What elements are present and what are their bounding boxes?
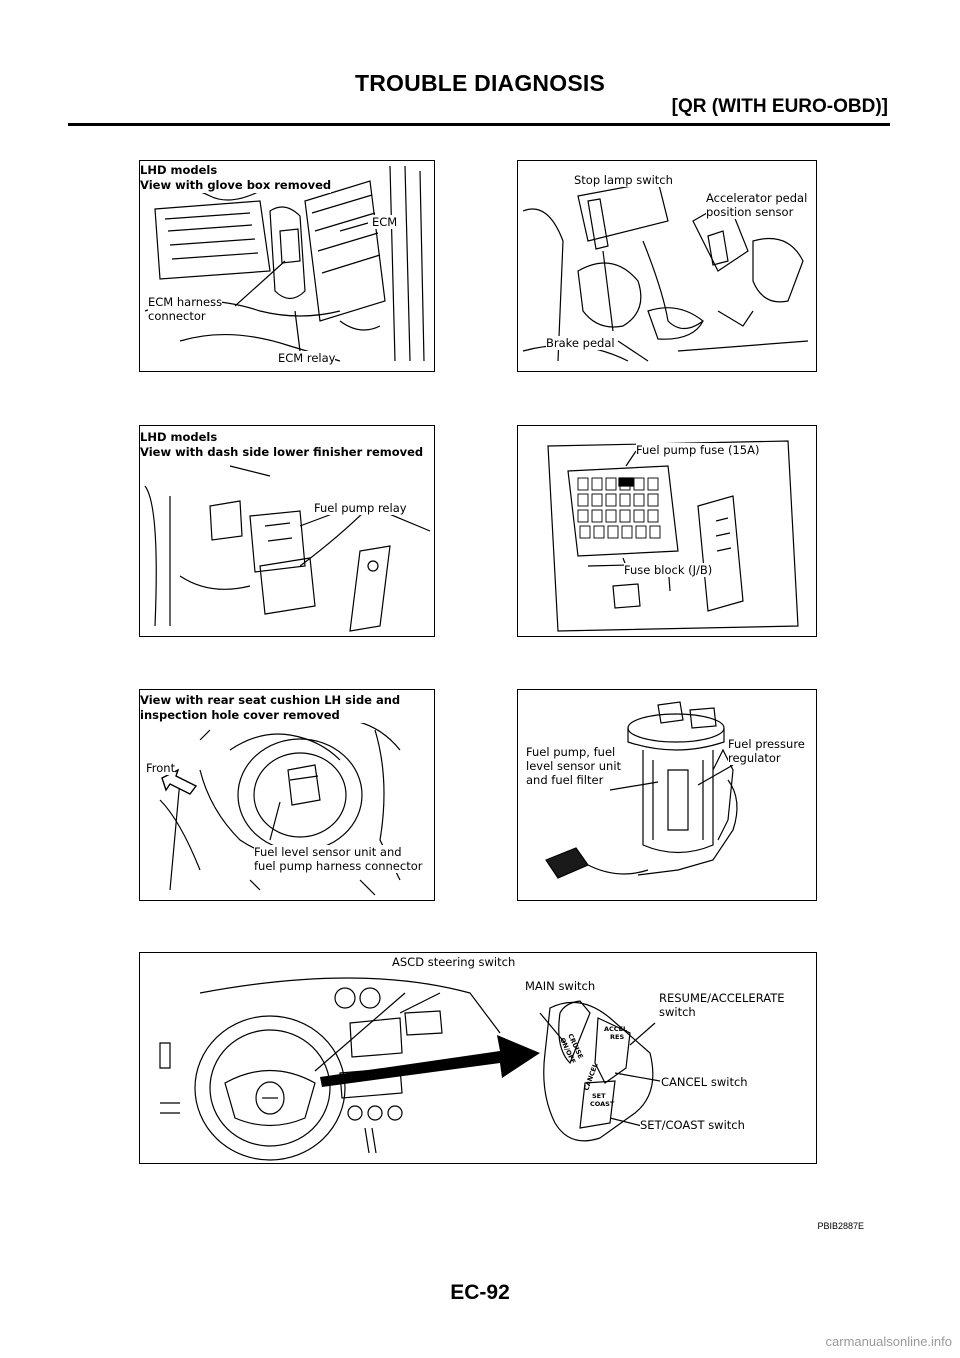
watermark: carmanualsonline.info bbox=[825, 1334, 952, 1349]
stop-lamp-switch-label: Stop lamp switch bbox=[574, 173, 673, 187]
front-label: Front bbox=[146, 761, 176, 775]
figure-code: PBIB2887E bbox=[817, 1221, 864, 1231]
set-button-text: SET bbox=[592, 1092, 606, 1100]
app-sensor-label: Accelerator pedal position sensor bbox=[706, 191, 808, 219]
main-switch-label: MAIN switch bbox=[525, 979, 596, 993]
set-coast-switch-label: SET/COAST switch bbox=[640, 1118, 745, 1132]
ascd-illustration bbox=[159, 977, 661, 1161]
accel-button-text: ACCEL bbox=[604, 1025, 627, 1033]
panel-fuse-block: Fuel pump fuse (15A) Fuse block (J/B) bbox=[517, 425, 817, 637]
front-arrow-icon bbox=[161, 768, 198, 795]
header-rule bbox=[68, 123, 890, 126]
panel-ecm: LHD models View with glove box removed E… bbox=[139, 160, 435, 372]
fuel-pump-unit-illustration bbox=[545, 701, 738, 879]
ecm-harness-label: ECM harness connector bbox=[148, 295, 223, 323]
panel-ascd: CRUISE ON/OFF CANCEL ACCEL RES SET COAST… bbox=[139, 952, 817, 1164]
brake-pedal-label: Brake pedal bbox=[546, 336, 615, 350]
res-button-text: RES bbox=[610, 1033, 624, 1041]
fuel-pump-relay-label: Fuel pump relay bbox=[314, 501, 407, 515]
arrow-icon bbox=[320, 1035, 540, 1087]
fuel-pump-fuse-label: Fuel pump fuse (15A) bbox=[636, 443, 760, 457]
fuel-pump-relay-heading: LHD models View with dash side lower fin… bbox=[140, 430, 424, 460]
ecm-relay-label: ECM relay bbox=[278, 351, 336, 365]
fuse-block-illustration bbox=[547, 440, 799, 632]
ascd-switch-buttons: CRUISE ON/OFF CANCEL ACCEL RES SET COAST bbox=[558, 1025, 627, 1108]
fuel-level-connector-label: Fuel level sensor unit and fuel pump har… bbox=[254, 845, 423, 873]
resume-accelerate-label: RESUME/ACCELERATE switch bbox=[659, 991, 785, 1019]
fuel-level-heading: View with rear seat cushion LH side and … bbox=[140, 693, 401, 723]
page-number: EC-92 bbox=[450, 1281, 510, 1304]
fuel-pressure-regulator-label: Fuel pressure regulator bbox=[728, 737, 805, 765]
ascd-steering-switch-label: ASCD steering switch bbox=[392, 955, 516, 969]
panel-fuel-pump-relay: LHD models View with dash side lower fin… bbox=[139, 425, 435, 637]
fuel-pump-unit-label: Fuel pump, fuel level sensor unit and fu… bbox=[526, 745, 622, 787]
panel-stop-lamp: Stop lamp switch Accelerator pedal posit… bbox=[517, 160, 817, 372]
cancel-switch-label: CANCEL switch bbox=[661, 1075, 748, 1089]
ecm-heading: LHD models View with glove box removed bbox=[140, 163, 332, 193]
ecm-label: ECM bbox=[372, 215, 398, 229]
panel-fuel-pump-unit: Fuel pump, fuel level sensor unit and fu… bbox=[517, 689, 817, 901]
fuse-block-label: Fuse block (J/B) bbox=[624, 563, 713, 577]
panel-fuel-level: View with rear seat cushion LH side and … bbox=[139, 689, 435, 901]
cancel-button-text: CANCEL bbox=[582, 1062, 599, 1092]
coast-button-text: COAST bbox=[590, 1100, 615, 1108]
page-title: TROUBLE DIAGNOSIS bbox=[354, 70, 606, 96]
page-subtitle: [QR (WITH EURO-OBD)] bbox=[671, 96, 888, 117]
